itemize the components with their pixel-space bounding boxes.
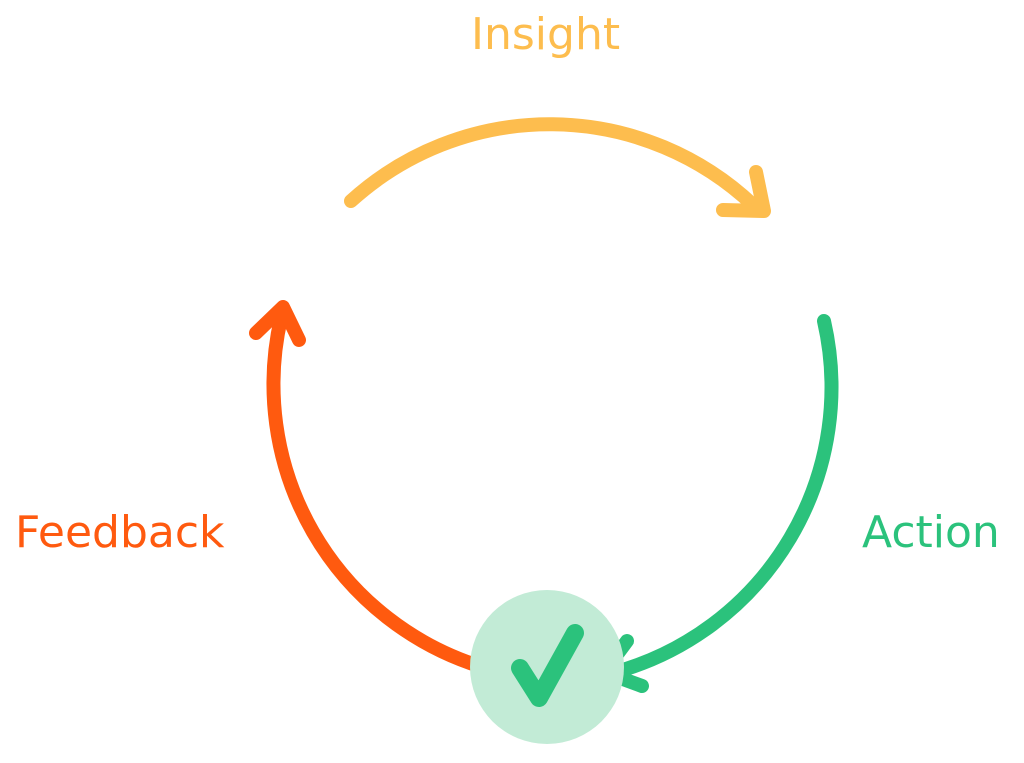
arrow-up-icon bbox=[249, 300, 306, 347]
action-arrow bbox=[597, 314, 839, 693]
insight-label: Insight bbox=[471, 9, 621, 60]
insight-arrow bbox=[344, 117, 771, 218]
action-label: Action bbox=[862, 507, 1000, 558]
insight-arc bbox=[344, 117, 760, 212]
feedback-label: Feedback bbox=[15, 507, 225, 558]
action-arc bbox=[609, 314, 839, 679]
feedback-arrow bbox=[249, 300, 489, 674]
success-badge bbox=[470, 590, 624, 744]
arrow-right-icon bbox=[716, 165, 771, 218]
feedback-arc bbox=[266, 311, 489, 674]
checkmark-icon bbox=[511, 624, 584, 707]
